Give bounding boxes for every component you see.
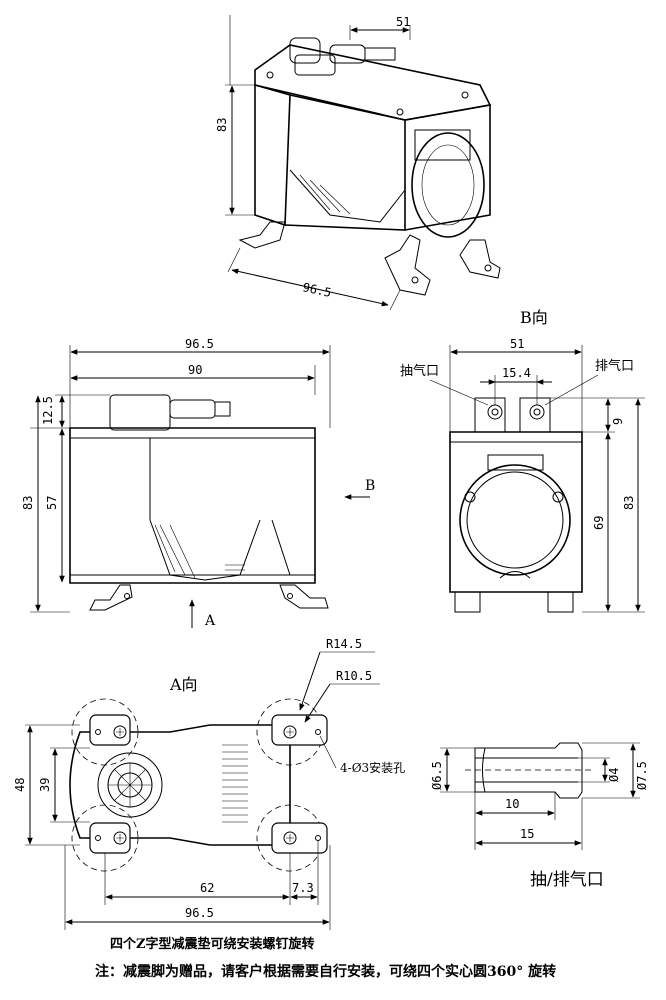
view-b-title: B向 (520, 308, 548, 327)
front-top-height-dim: 12.5 (41, 396, 55, 425)
front-total-height-dim: 83 (21, 496, 35, 510)
port-flange-diam-dim: Ø7.5 (635, 761, 649, 790)
port-inner-diam-dim: Ø4 (607, 768, 621, 782)
side-h83-dim: 83 (622, 496, 636, 510)
side-h9-dim: 9 (611, 418, 625, 425)
arrow-a-label: A (204, 613, 216, 629)
radius-outer-dim: R14.5 (326, 637, 362, 651)
bottom-w73-dim: 7.3 (292, 881, 314, 895)
iso-height-dim: 83 (215, 118, 229, 132)
front-total-width-dim: 96.5 (185, 337, 214, 351)
port-len15-dim: 15 (520, 827, 534, 841)
bottom-h48-dim: 48 (13, 778, 27, 792)
port-detail-view: Ø6.5 Ø4 Ø7.5 10 15 抽/排气口 (430, 742, 649, 890)
arrow-b-label: B (365, 478, 375, 494)
note-line-1: 四个Z字型减震垫可绕安装螺钉旋转 (110, 936, 315, 952)
inlet-label: 抽气口 (400, 363, 439, 379)
side-width-dim: 51 (510, 337, 524, 351)
view-a-title: A向 (169, 675, 198, 694)
outlet-label: 排气口 (595, 358, 634, 374)
port-caption: 抽/排气口 (530, 870, 604, 890)
bottom-view-a: A向 R14.5 R10.5 4-Ø3安装孔 48 39 (13, 637, 405, 930)
port-len10-dim: 10 (505, 797, 519, 811)
iso-depth-dim: 51 (396, 15, 410, 29)
bottom-w62-dim: 62 (200, 881, 214, 895)
port-outer-diam-dim: Ø6.5 (430, 761, 444, 790)
mount-holes-dim: 4-Ø3安装孔 (340, 760, 405, 775)
side-view-b: B向 51 15.4 抽气口 排气口 9 69 83 (400, 308, 645, 613)
front-body-height-dim: 57 (45, 496, 59, 510)
radius-inner-dim: R10.5 (336, 669, 372, 683)
side-port-spacing-dim: 15.4 (502, 366, 531, 380)
isometric-view: 83 51 96.5 (215, 15, 501, 311)
front-view: 96.5 90 12.5 83 57 A B (21, 337, 375, 629)
front-body-width-dim: 90 (188, 363, 202, 377)
note-line-2: 注：减震脚为赠品，请客户根据需要自行安装，可绕四个实心圆360° 旋转 (95, 963, 556, 980)
bottom-h39-dim: 39 (38, 778, 52, 792)
side-h69-dim: 69 (592, 516, 606, 530)
iso-width-dim: 96.5 (301, 280, 332, 300)
bottom-w965-dim: 96.5 (185, 906, 214, 920)
